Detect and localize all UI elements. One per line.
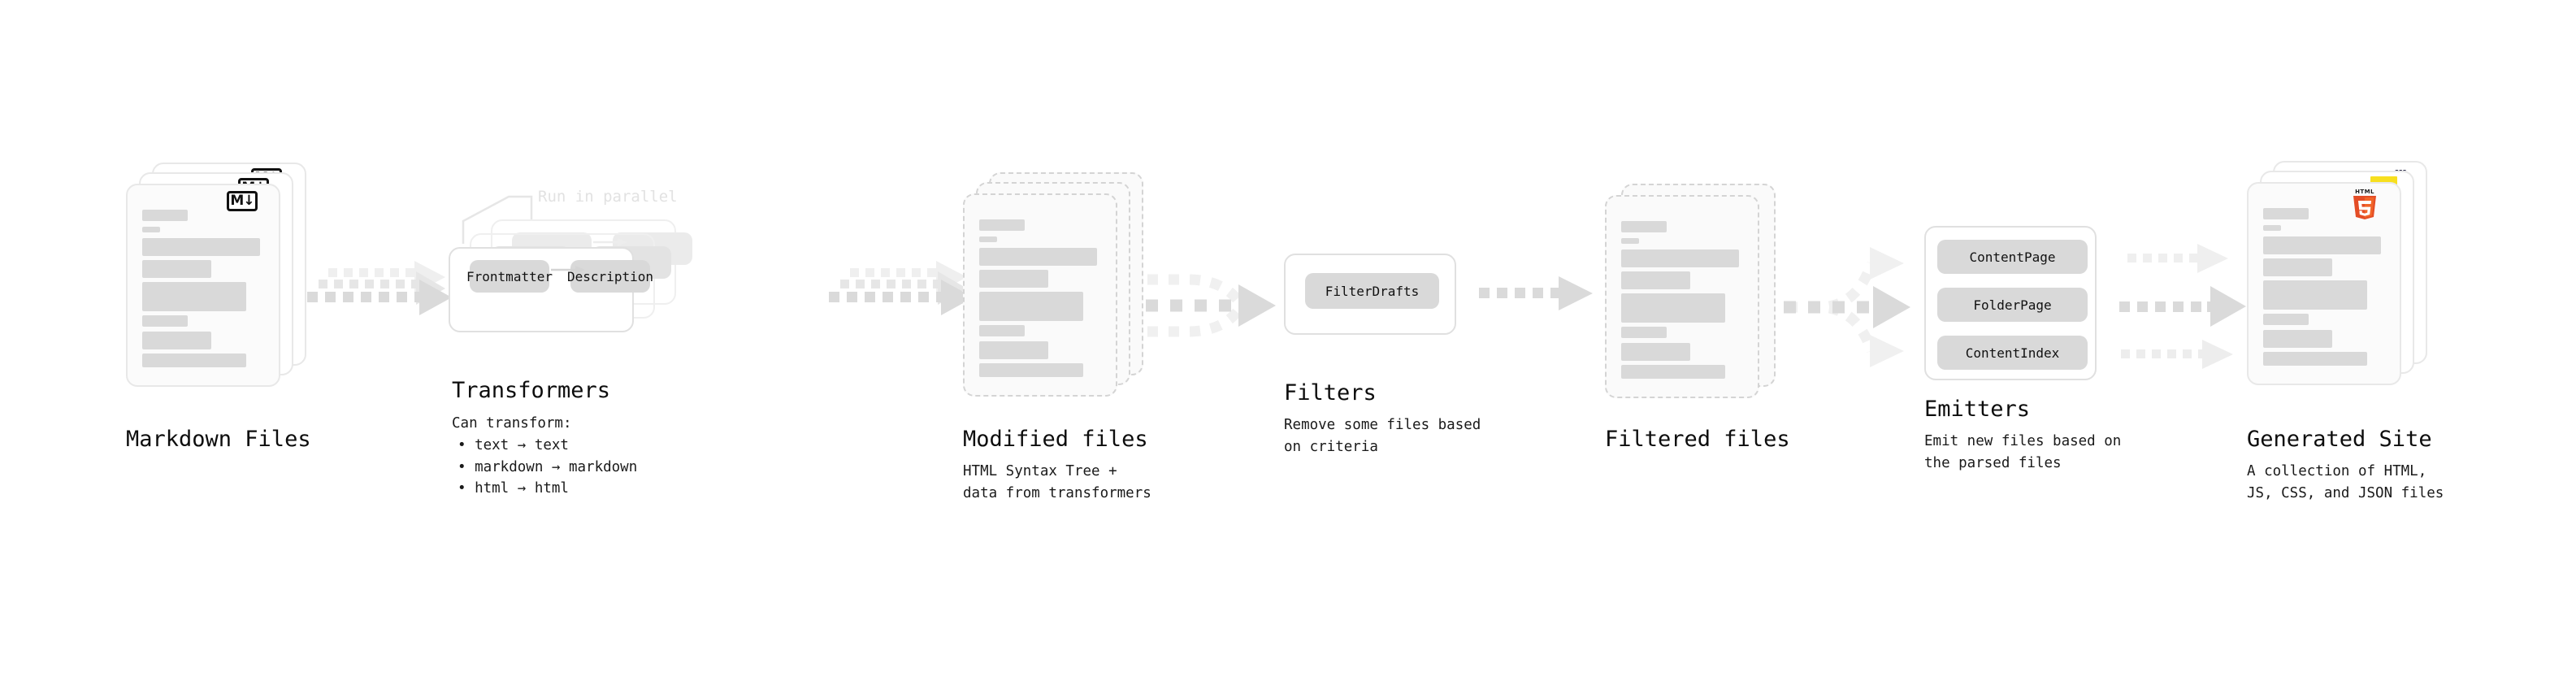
arrow-md-to-transformers — [307, 261, 452, 315]
transformer-pill-frontmatter[interactable]: Frontmatter — [466, 260, 553, 293]
filtered-card-front — [1605, 195, 1759, 398]
emitters-box: ContentPage FolderPage ContentIndex — [1924, 226, 2097, 380]
skeleton-bar — [979, 325, 1025, 336]
skeleton-bar — [142, 238, 260, 256]
run-in-parallel-label: Run in parallel — [538, 188, 678, 206]
skeleton-bar — [1621, 343, 1690, 361]
html5-icon: HTML — [2353, 189, 2376, 219]
skeleton-bar — [142, 210, 188, 221]
skeleton-bar — [1621, 221, 1667, 232]
skeleton-bar — [979, 248, 1097, 266]
skeleton-bar — [142, 332, 211, 349]
skeleton-bar — [979, 292, 1083, 321]
skeleton-bar — [2263, 314, 2309, 325]
skeleton-bar — [142, 227, 160, 232]
transformers-bullet-item: • markdown → markdown — [458, 458, 638, 475]
run-in-parallel-bracket — [462, 195, 533, 244]
skeleton-bar — [979, 341, 1048, 359]
emitter-pill-contentindex[interactable]: ContentIndex — [1937, 336, 2088, 370]
emitter-pill-folderpage[interactable]: FolderPage — [1937, 288, 2088, 322]
skeleton-bar — [142, 260, 211, 278]
emitter-pill-contentpage[interactable]: ContentPage — [1937, 240, 2088, 274]
transformers-bullet-item: • text → text — [458, 437, 569, 453]
markdown-files-title: Markdown Files — [126, 427, 311, 452]
markdown-card-front: M↓ — [126, 184, 280, 387]
generated-site-title: Generated Site — [2247, 427, 2432, 452]
modified-files-description: HTML Syntax Tree + data from transformer… — [963, 463, 1151, 501]
skeleton-bar — [979, 219, 1025, 231]
skeleton-bar — [1621, 271, 1690, 289]
arrow-filtered-to-emitters — [1784, 247, 1910, 367]
skeleton-bar — [2263, 280, 2367, 310]
skeleton-bar — [2263, 352, 2367, 366]
modified-files-title: Modified files — [963, 427, 1148, 452]
filters-description: Remove some files based on criteria — [1284, 417, 1481, 455]
filters-title: Filters — [1284, 380, 1377, 406]
transformer-pill-description[interactable]: Description — [567, 260, 653, 293]
skeleton-bar — [1621, 365, 1725, 379]
skeleton-bar — [2263, 236, 2381, 254]
skeleton-bar — [142, 315, 188, 327]
emitters-title: Emitters — [1924, 397, 2031, 422]
skeleton-bar — [2263, 258, 2332, 276]
filtered-files-title: Filtered files — [1605, 427, 1790, 452]
modified-card-front — [963, 193, 1117, 397]
skeleton-bar — [979, 236, 997, 242]
markdown-badge-front: M↓ — [227, 191, 258, 211]
transformer-arrow-back — [593, 238, 627, 246]
skeleton-bar — [2263, 330, 2332, 348]
transformers-description-lead: Can transform: — [452, 415, 572, 432]
transformers-bullet-item: • html → html — [458, 480, 569, 497]
skeleton-bar — [1621, 238, 1639, 244]
transformers-bullets: • text → text • markdown → markdown • ht… — [458, 435, 637, 500]
skeleton-bar — [2263, 225, 2281, 231]
arrow-emitters-to-site — [2119, 244, 2246, 369]
generated-site-description: A collection of HTML, JS, CSS, and JSON … — [2247, 463, 2444, 501]
skeleton-bar — [1621, 293, 1725, 323]
arrow-filters-to-filtered — [1479, 276, 1593, 310]
emitters-description: Emit new files based on the parsed files — [1924, 433, 2122, 471]
skeleton-bar — [142, 282, 246, 311]
transformers-title: Transformers — [452, 378, 611, 403]
transformer-panel-front: Frontmatter Description — [449, 247, 653, 332]
skeleton-bar — [979, 363, 1083, 377]
skeleton-bar — [2263, 208, 2309, 219]
transformer-arrow-front — [551, 266, 585, 274]
skeleton-bar — [979, 270, 1048, 288]
skeleton-bar — [1621, 327, 1667, 338]
filter-pill-filterdrafts[interactable]: FilterDrafts — [1305, 273, 1439, 309]
filters-box: FilterDrafts — [1284, 254, 1456, 335]
svg-text:HTML: HTML — [2355, 189, 2374, 195]
arrow-transformers-to-modified — [829, 261, 974, 315]
arrow-modified-to-filters — [1146, 274, 1276, 337]
skeleton-bar — [142, 354, 246, 367]
site-card-front-html: HTML — [2247, 182, 2401, 385]
skeleton-bar — [1621, 249, 1739, 267]
